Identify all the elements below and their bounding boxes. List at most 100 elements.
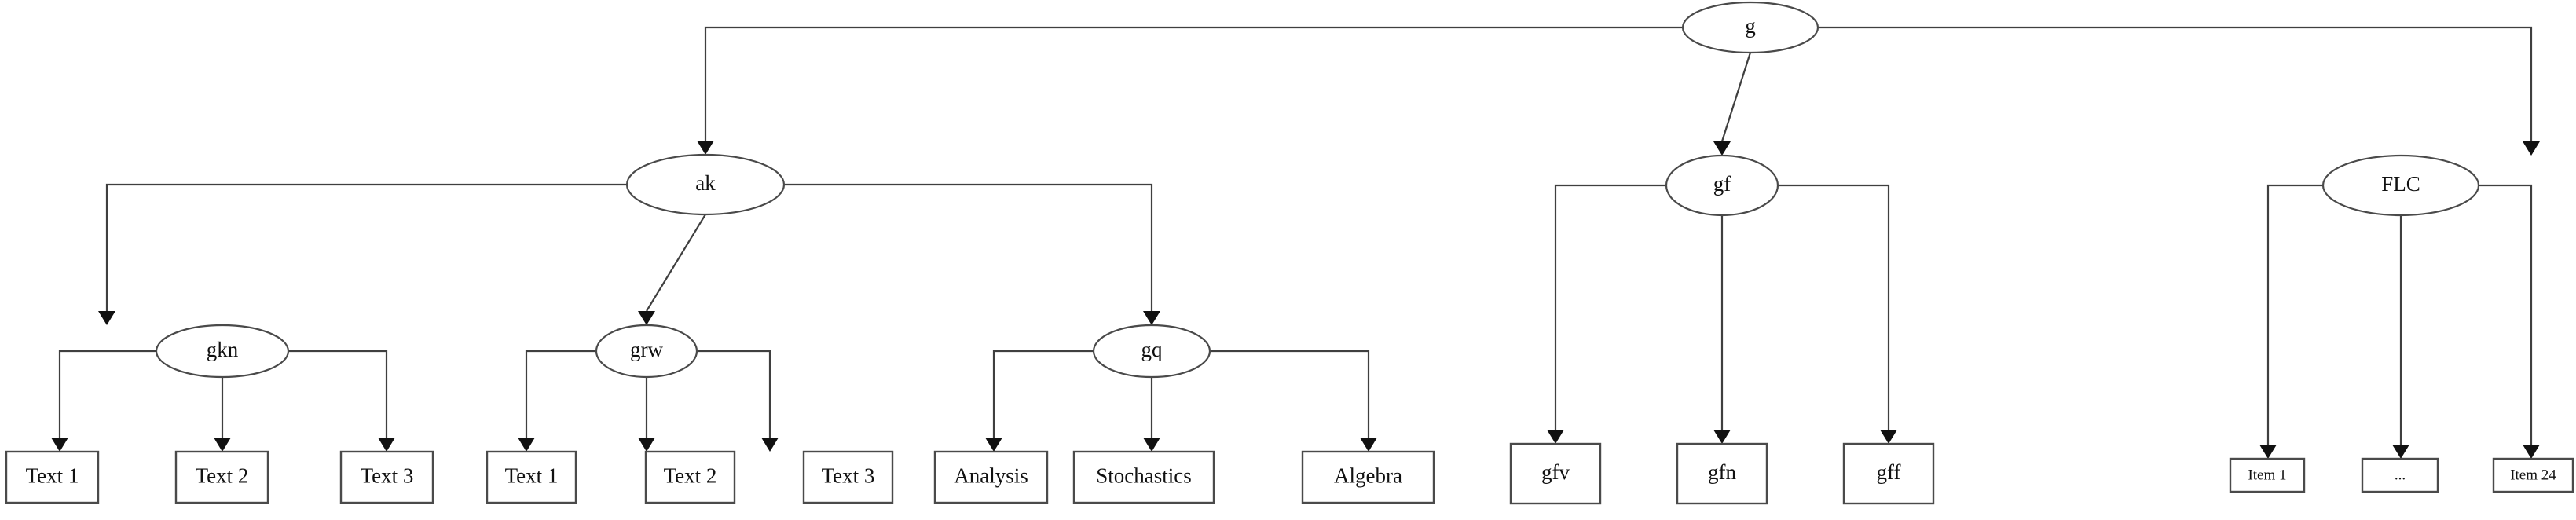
arrow-head-icon xyxy=(2392,445,2409,459)
arrow-head-icon xyxy=(2523,141,2540,156)
node-shape-rect xyxy=(1509,442,1602,505)
node-label: Text 2 xyxy=(196,464,249,488)
node-shape-ellipse xyxy=(1665,154,1779,217)
arrow-head-icon xyxy=(51,438,68,452)
edge-line xyxy=(646,214,706,312)
node-grw[interactable]: grw xyxy=(595,324,698,379)
arrow-head-icon xyxy=(697,141,714,155)
node-shape-rect xyxy=(1842,442,1935,505)
node-gq[interactable]: gq xyxy=(1092,324,1211,379)
arrow-head-icon xyxy=(98,311,115,325)
arrow-head-icon xyxy=(1143,438,1160,452)
node-gq_an[interactable]: Analysis xyxy=(933,450,1049,504)
edge-line xyxy=(1750,26,2533,141)
node-g[interactable]: g xyxy=(1681,1,1819,54)
arrow-head-icon xyxy=(1143,311,1160,325)
arrow-head-icon xyxy=(985,438,1002,452)
node-grw_t2[interactable]: Text 2 xyxy=(644,450,736,504)
node-label: Item 1 xyxy=(2248,467,2286,483)
node-label: gf xyxy=(1713,172,1731,196)
node-shape-rect xyxy=(339,450,434,504)
edge-ak-grw xyxy=(638,214,706,325)
node-shape-rect xyxy=(486,450,577,504)
node-label: Text 3 xyxy=(822,464,875,488)
node-shape-ellipse xyxy=(1681,1,1819,54)
node-shape-ellipse xyxy=(155,324,290,379)
node-label: Text 2 xyxy=(664,464,717,488)
node-gq_st[interactable]: Stochastics xyxy=(1072,450,1215,504)
node-shape-ellipse xyxy=(625,153,786,216)
arrow-head-icon xyxy=(1547,430,1564,444)
edge-gq-algebra xyxy=(1152,350,1377,452)
edge-gf-gff xyxy=(1722,184,1897,444)
edge-g-gf xyxy=(1713,52,1752,156)
edge-line xyxy=(1720,52,1752,142)
node-label: Algebra xyxy=(1334,464,1402,488)
arrow-head-icon xyxy=(1713,430,1731,444)
edge-g-FLC xyxy=(1750,26,2540,156)
node-label: Text 3 xyxy=(361,464,414,488)
edge-gkn-text2 xyxy=(214,377,231,452)
edge-line xyxy=(2401,184,2533,445)
node-items[interactable]: ... xyxy=(2361,457,2439,493)
node-label: FLC xyxy=(2381,172,2420,196)
node-gkn[interactable]: gkn xyxy=(155,324,290,379)
edges-layer xyxy=(51,26,2540,459)
node-ak[interactable]: ak xyxy=(625,153,786,216)
node-shape-rect xyxy=(2229,457,2306,493)
node-label: Text 1 xyxy=(26,464,79,488)
node-label: Text 1 xyxy=(505,464,559,488)
edge-g-ak xyxy=(697,26,1750,155)
arrow-head-icon xyxy=(2259,445,2277,459)
node-item1[interactable]: Item 1 xyxy=(2229,457,2306,493)
node-shape-rect xyxy=(1301,450,1435,504)
node-shape-ellipse xyxy=(2321,154,2480,217)
arrow-head-icon xyxy=(638,311,655,325)
edge-ak-gq xyxy=(705,183,1160,325)
arrow-head-icon xyxy=(214,438,231,452)
arrow-head-icon xyxy=(638,438,655,452)
arrow-head-icon xyxy=(518,438,535,452)
node-shape-ellipse xyxy=(595,324,698,379)
node-gfv[interactable]: gfv xyxy=(1509,442,1602,505)
node-gkn_t2[interactable]: Text 2 xyxy=(174,450,269,504)
node-gkn_t1[interactable]: Text 1 xyxy=(5,450,100,504)
edge-line xyxy=(1554,184,1722,430)
node-label: gkn xyxy=(207,338,239,361)
node-grw_t1[interactable]: Text 1 xyxy=(486,450,577,504)
node-label: g xyxy=(1745,14,1756,38)
edge-line xyxy=(105,183,705,311)
edge-gf-gfn xyxy=(1713,215,1731,444)
edge-gf-gfv xyxy=(1547,184,1722,444)
edge-line xyxy=(704,26,1750,141)
arrow-head-icon xyxy=(761,438,779,452)
node-label: Stochastics xyxy=(1096,464,1192,488)
node-gff[interactable]: gff xyxy=(1842,442,1935,505)
node-shape-rect xyxy=(644,450,736,504)
node-gq_al[interactable]: Algebra xyxy=(1301,450,1435,504)
node-label: gff xyxy=(1877,460,1901,484)
edge-ak-gkn xyxy=(98,183,705,325)
node-shape-rect xyxy=(802,450,894,504)
edge-gq-stoch xyxy=(1143,377,1160,452)
arrow-head-icon xyxy=(2523,445,2540,459)
edge-grw-text2 xyxy=(638,377,655,452)
node-label: Item 24 xyxy=(2510,467,2556,483)
arrow-head-icon xyxy=(1713,141,1731,156)
node-shape-rect xyxy=(5,450,100,504)
node-grw_t3[interactable]: Text 3 xyxy=(802,450,894,504)
edge-line xyxy=(1152,350,1370,438)
edge-flc-item1 xyxy=(2259,184,2401,459)
node-gfn[interactable]: gfn xyxy=(1676,442,1768,505)
node-shape-rect xyxy=(1676,442,1768,505)
node-gf[interactable]: gf xyxy=(1665,154,1779,217)
node-gkn_t3[interactable]: Text 3 xyxy=(339,450,434,504)
node-FLC[interactable]: FLC xyxy=(2321,154,2480,217)
arrow-head-icon xyxy=(378,438,395,452)
node-label: gfv xyxy=(1541,460,1570,484)
node-shape-rect xyxy=(2492,457,2574,493)
node-item24[interactable]: Item 24 xyxy=(2492,457,2574,493)
node-shape-rect xyxy=(1072,450,1215,504)
